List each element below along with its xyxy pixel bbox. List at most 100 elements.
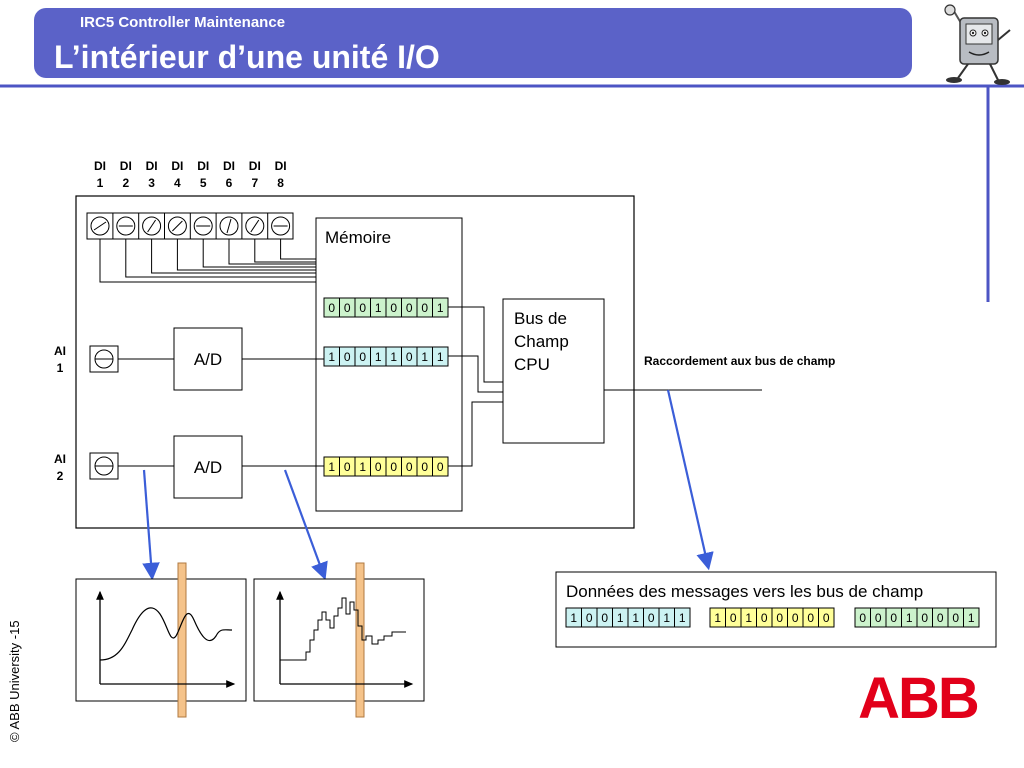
memory-register-2-bit-1: 0 bbox=[344, 350, 351, 364]
bus-cpu-line-2: Champ bbox=[514, 332, 569, 351]
bus-cpu-line-3: CPU bbox=[514, 355, 550, 374]
ai-terminal-1 bbox=[89, 345, 119, 373]
message-group-3-bit-2: 0 bbox=[890, 611, 897, 625]
message-group-1-bit-7: 1 bbox=[679, 611, 686, 625]
message-group-2-bit-4: 0 bbox=[776, 611, 783, 625]
di-label-num-6: 6 bbox=[226, 176, 233, 190]
memory-register-3-bit-1: 0 bbox=[344, 460, 351, 474]
header-bar bbox=[34, 8, 912, 78]
di-terminals bbox=[90, 213, 291, 239]
ad-converter-1: A/D bbox=[118, 327, 324, 391]
memory-register-2-bit-6: 1 bbox=[421, 350, 428, 364]
message-group-1-bit-4: 1 bbox=[632, 611, 639, 625]
di-label-top-4: DI bbox=[171, 159, 183, 173]
memory-register-1-bit-4: 0 bbox=[390, 301, 397, 315]
message-group-1-bit-5: 0 bbox=[648, 611, 655, 625]
waveform-digitized bbox=[253, 562, 425, 718]
di-label-top-6: DI bbox=[223, 159, 235, 173]
di-label-num-4: 4 bbox=[174, 176, 181, 190]
register-cpu-wires bbox=[448, 306, 503, 467]
ai-label-num-2: 2 bbox=[57, 469, 64, 483]
message-group-3-bit-5: 0 bbox=[937, 611, 944, 625]
di-terminal-2 bbox=[112, 213, 136, 239]
memory-register-1-bit-3: 1 bbox=[375, 301, 382, 315]
memory-register-3-bit-6: 0 bbox=[421, 460, 428, 474]
message-group-3-bit-1: 0 bbox=[875, 611, 882, 625]
memory-register-2-bit-4: 1 bbox=[390, 350, 397, 364]
di-terminal-6 bbox=[215, 213, 239, 239]
ai-label-top-2: AI bbox=[54, 452, 66, 466]
message-group-3-bit-3: 1 bbox=[906, 611, 913, 625]
copyright-label: © ABB University -15 bbox=[7, 620, 22, 742]
memory-register-1-bit-7: 1 bbox=[437, 301, 444, 315]
message-group-2-bit-3: 0 bbox=[761, 611, 768, 625]
fieldbus-messages-box: Données des messages vers les bus de cha… bbox=[555, 571, 997, 648]
memory-register-1-bit-0: 0 bbox=[328, 301, 335, 315]
messages-title: Données des messages vers les bus de cha… bbox=[566, 582, 923, 601]
slide-header: IRC5 Controller Maintenance L’intérieur … bbox=[34, 8, 912, 78]
memory-register-3-bit-2: 1 bbox=[359, 460, 366, 474]
message-group-2-bit-5: 0 bbox=[792, 611, 799, 625]
bus-cpu-line-1: Bus de bbox=[514, 309, 567, 328]
memory-register-3-bit-5: 0 bbox=[406, 460, 413, 474]
ad-converter-2: A/D bbox=[118, 435, 324, 499]
message-group-1-bit-0: 1 bbox=[570, 611, 577, 625]
ai-label-top-1: AI bbox=[54, 344, 66, 358]
di-terminal-8 bbox=[267, 213, 291, 239]
memory-register-2-bit-3: 1 bbox=[375, 350, 382, 364]
di-label-num-1: 1 bbox=[97, 176, 104, 190]
memory-register-1-bit-1: 0 bbox=[344, 301, 351, 315]
header-subtitle: IRC5 Controller Maintenance bbox=[80, 14, 285, 31]
memory-register-1-bit-2: 0 bbox=[359, 301, 366, 315]
message-group-2-bit-7: 0 bbox=[823, 611, 830, 625]
memory-register-2-bit-2: 0 bbox=[359, 350, 366, 364]
message-group-1-bit-1: 0 bbox=[586, 611, 593, 625]
abb-logo: ABB bbox=[858, 666, 978, 731]
di-terminal-3 bbox=[138, 213, 162, 239]
fieldbus-label: Raccordement aux bus de champ bbox=[644, 354, 835, 368]
di-terminal-4 bbox=[164, 213, 187, 239]
robot-controller-mascot-icon bbox=[944, 4, 1011, 85]
ai-label-num-1: 1 bbox=[57, 361, 64, 375]
bus-cpu-block: Bus de Champ CPU bbox=[502, 298, 605, 444]
message-group-3-bit-0: 0 bbox=[859, 611, 866, 625]
memory-register-2-bit-0: 1 bbox=[328, 350, 335, 364]
di-label-top-7: DI bbox=[249, 159, 261, 173]
di-label-top-3: DI bbox=[146, 159, 158, 173]
di-terminal-7 bbox=[241, 213, 265, 239]
memory-register-2-bit-7: 1 bbox=[437, 350, 444, 364]
message-group-3-bit-7: 1 bbox=[968, 611, 975, 625]
message-group-2-bit-0: 1 bbox=[714, 611, 721, 625]
message-group-1-bit-2: 0 bbox=[601, 611, 608, 625]
message-group-2-bit-2: 1 bbox=[745, 611, 752, 625]
di-label-num-7: 7 bbox=[251, 176, 258, 190]
di-label-num-2: 2 bbox=[122, 176, 129, 190]
memory-register-1-bit-6: 0 bbox=[421, 301, 428, 315]
ad-converter-2-label: A/D bbox=[194, 458, 222, 477]
memory-register-1-bit-5: 0 bbox=[406, 301, 413, 315]
ai-terminal-2 bbox=[89, 452, 119, 480]
di-label-top-5: DI bbox=[197, 159, 209, 173]
message-group-3-bit-4: 0 bbox=[921, 611, 928, 625]
memory-register-3-bit-3: 0 bbox=[375, 460, 382, 474]
page-title: L’intérieur d’une unité I/O bbox=[54, 39, 440, 75]
memory-label: Mémoire bbox=[325, 228, 391, 247]
memory-register-3-bit-4: 0 bbox=[390, 460, 397, 474]
di-terminal-5 bbox=[189, 213, 213, 239]
di-label-num-3: 3 bbox=[148, 176, 155, 190]
di-terminal-1 bbox=[90, 216, 110, 236]
message-group-1-bit-3: 1 bbox=[617, 611, 624, 625]
ad-converter-1-label: A/D bbox=[194, 350, 222, 369]
message-group-1-bit-6: 1 bbox=[663, 611, 670, 625]
di-label-num-5: 5 bbox=[200, 176, 207, 190]
